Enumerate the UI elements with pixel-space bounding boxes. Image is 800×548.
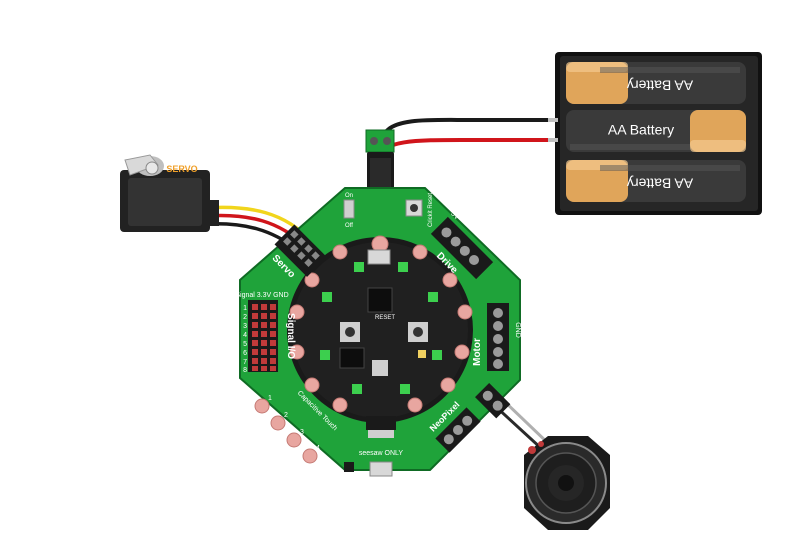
bottom-usb-port [369, 461, 393, 477]
speaker-terminal-block [475, 383, 511, 419]
battery-cell-1-label: AA Battery [627, 77, 693, 93]
signal-pin-3: 3 [243, 323, 247, 330]
motor-port-label: Motor [472, 338, 483, 366]
seesaw-only-label: seesaw ONLY [359, 450, 404, 457]
speaker-wire-1 [492, 403, 545, 452]
signal-pin-1: 1 [243, 305, 247, 312]
signal-pin-8: 8 [243, 367, 247, 374]
servo-motor: SERVO [120, 154, 219, 232]
cpx-pads [289, 235, 473, 413]
battery-pack: AA Battery AA Battery AA Battery [548, 52, 762, 215]
battery-cell-3-label: AA Battery [627, 175, 693, 191]
signal-pin-4: 4 [243, 332, 247, 339]
touch-pin-4: 4 [316, 445, 320, 452]
speaker-wires [492, 398, 553, 452]
signal-io-label: Signal I/O [285, 313, 296, 359]
battery-red-wire [376, 137, 555, 161]
battery-cell-2-label: AA Battery [608, 122, 674, 138]
gnd-label: GND [514, 322, 521, 338]
signal-pin-5: 5 [243, 341, 247, 348]
touch-pin-1: 1 [268, 395, 272, 402]
five-volt-label: 5V [449, 211, 460, 222]
cpx-chip [367, 287, 393, 313]
on-label: On [345, 193, 353, 199]
touch-pin-3: 3 [300, 429, 304, 436]
servo-label: SERVO [166, 164, 197, 174]
off-label: Off [345, 223, 353, 229]
reset-label: RESET [375, 315, 395, 321]
signal-pin-6: 6 [243, 350, 247, 357]
top-usb-port [367, 249, 391, 265]
battery-cell-3: AA Battery [566, 160, 746, 202]
crickit-reset-label: Crickit Reset [428, 193, 434, 227]
neopixel-leds [320, 262, 442, 394]
signal-pin-7: 7 [243, 359, 247, 366]
battery-cell-2: AA Battery [566, 110, 746, 152]
signal-pin-2: 2 [243, 314, 247, 321]
signal-header-label: Signal 3.3V GND [235, 292, 288, 299]
speaker-wire-2 [501, 398, 553, 448]
signal-io-header: Signal 3.3V GND 1 2 3 4 5 6 7 8 [235, 292, 296, 374]
crickit-board: RESET On Off Crickit Reset Servo Drive 5… [235, 187, 521, 477]
battery-black-wire [383, 117, 560, 135]
motor-terminal-block: Motor GND [472, 303, 521, 371]
battery-cell-1: AA Battery [566, 62, 746, 104]
battery-wires [376, 117, 560, 161]
speaker [524, 436, 610, 530]
touch-pin-2: 2 [284, 412, 288, 419]
